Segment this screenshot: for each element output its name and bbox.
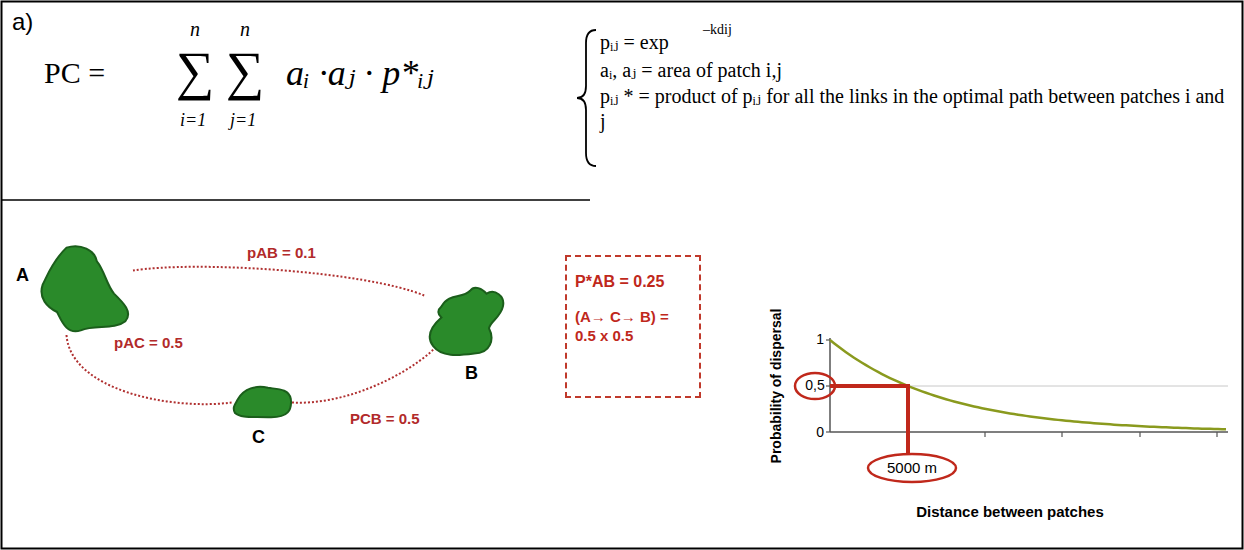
sum-limit: j=1 <box>230 110 256 131</box>
dispersal-link <box>133 267 425 296</box>
axis-tick-label: 0 <box>816 424 824 440</box>
patch-label: A <box>16 265 29 286</box>
patch-outline <box>430 288 503 355</box>
dispersal-link <box>67 335 233 404</box>
patch-label: B <box>465 363 478 384</box>
highlight-ellipse <box>868 454 956 482</box>
definition-text: pᵢⱼ = exp <box>600 30 669 54</box>
patch-label: C <box>252 427 265 448</box>
result-value: P*AB = 0.25 <box>575 273 691 291</box>
axis-title: Distance between patches <box>916 503 1104 520</box>
axis-value-label: 5000 m <box>887 459 937 476</box>
result-box: P*AB = 0.25 (A→ C→ B) = 0.5 x 0.5 <box>565 255 701 398</box>
link-probability: pAC = 0.5 <box>112 334 185 351</box>
axis-ticks <box>826 340 1217 437</box>
grid-line <box>830 386 1228 387</box>
x-axis <box>830 431 1228 433</box>
link-probability: pAB = 0.1 <box>245 244 318 261</box>
marker-line <box>906 384 910 454</box>
sum-limit: i=1 <box>180 110 206 131</box>
patch-shape <box>425 285 507 357</box>
definition-text: pᵢⱼ * = product of pᵢⱼ for all the links… <box>600 84 1225 134</box>
marker-line <box>830 384 910 388</box>
habitat-patch: C <box>232 385 292 420</box>
dispersal-link <box>292 350 433 403</box>
habitat-patch: B <box>425 285 507 357</box>
definition-text: aᵢ, aⱼ = area of patch i,j <box>600 58 782 82</box>
axis-tick-label: 0,5 <box>805 377 824 393</box>
formula-text: PC = <box>44 56 105 90</box>
sum-limit: n <box>240 18 250 41</box>
patch-shape <box>38 243 133 335</box>
link-probability: PCB = 0.5 <box>348 410 422 427</box>
habitat-patch: A <box>38 243 133 335</box>
result-path: (A→ C→ B) = 0.5 x 0.5 <box>575 307 691 345</box>
axis-title: Probability of dispersal <box>768 309 784 464</box>
exponent-text: –kdij <box>703 22 732 38</box>
formula-text: aᵢ ·aⱼ · p*ᵢⱼ <box>286 52 433 94</box>
sum-limit: n <box>190 18 200 41</box>
sum-symbol: ∑ <box>176 40 215 102</box>
divider-line <box>1 199 590 201</box>
patch-shape <box>232 385 292 420</box>
axis-tick-label: 1 <box>816 331 824 347</box>
patch-outline <box>41 246 128 331</box>
decay-curve <box>830 340 1226 429</box>
sum-symbol: ∑ <box>226 40 265 102</box>
panel-letter: a) <box>12 8 33 36</box>
highlight-ellipse <box>795 373 835 399</box>
curly-brace <box>577 30 596 166</box>
patch-outline <box>234 387 291 417</box>
